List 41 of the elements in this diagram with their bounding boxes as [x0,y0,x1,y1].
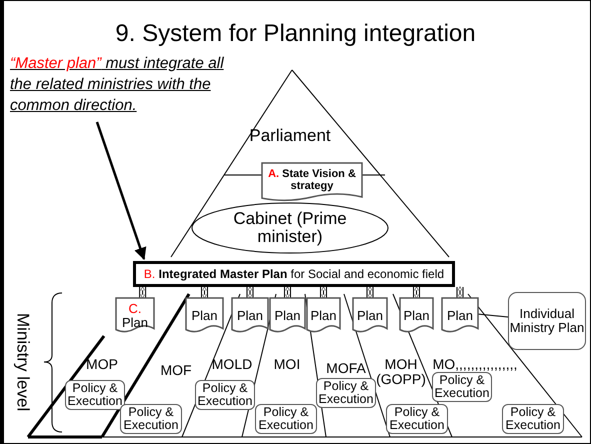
double-arrow [366,286,374,299]
document-box: Plan [270,298,305,334]
document-box: Plan [186,298,223,334]
document-box: Plan [400,298,433,334]
cabinet-ellipse: Cabinet (Prime minister) [192,203,388,253]
document-box: C. Plan [116,298,154,334]
double-arrow [246,286,254,299]
rounded-box: Policy & Execution [65,380,125,410]
rounded-box: Policy & Execution [195,380,255,410]
double-arrow [284,286,291,299]
column-label: MOLD [210,357,254,374]
double-arrow [320,286,327,299]
document-box: Plan [307,298,340,334]
rounded-box: Policy & Execution [386,404,448,434]
rounded-box: Policy & Execution [432,372,492,402]
title: 9. System for Planning integration [114,20,477,48]
column-label: MOI [272,357,302,374]
document-box: Plan [353,298,387,334]
rounded-box: Policy & Execution [120,404,182,434]
callout-box: Individual Ministry Plan [508,292,586,350]
arrow [96,122,146,260]
column-label: MOFA [325,361,367,378]
document-box: Plan [232,298,268,334]
column-label: MOP [85,357,119,374]
double-arrow [139,286,146,299]
side-label: Ministry level [12,312,34,414]
tier-label: Parliament [240,124,340,148]
rounded-box: Policy & Execution [316,378,376,408]
master-plan-box: B. Integrated Master Plan for Social and economic field [133,261,455,287]
callout-text: “Master plan” must integrate all the related ministries with the common direction. [10,54,242,124]
rounded-box: Policy & Execution [502,404,564,434]
column-label: MOH (GOPP) [375,357,427,390]
double-arrow [413,286,420,299]
rounded-box: Policy & Execution [255,404,317,434]
document-box: A. State Vision & strategy [262,163,362,203]
document-box: Plan [442,298,478,334]
column-label: MOF [159,363,193,380]
double-arrow [456,286,464,299]
double-arrow [201,286,208,299]
column-label: MO,,,,,,,,,,,,,,,, [432,357,518,374]
leader-line [476,314,508,318]
